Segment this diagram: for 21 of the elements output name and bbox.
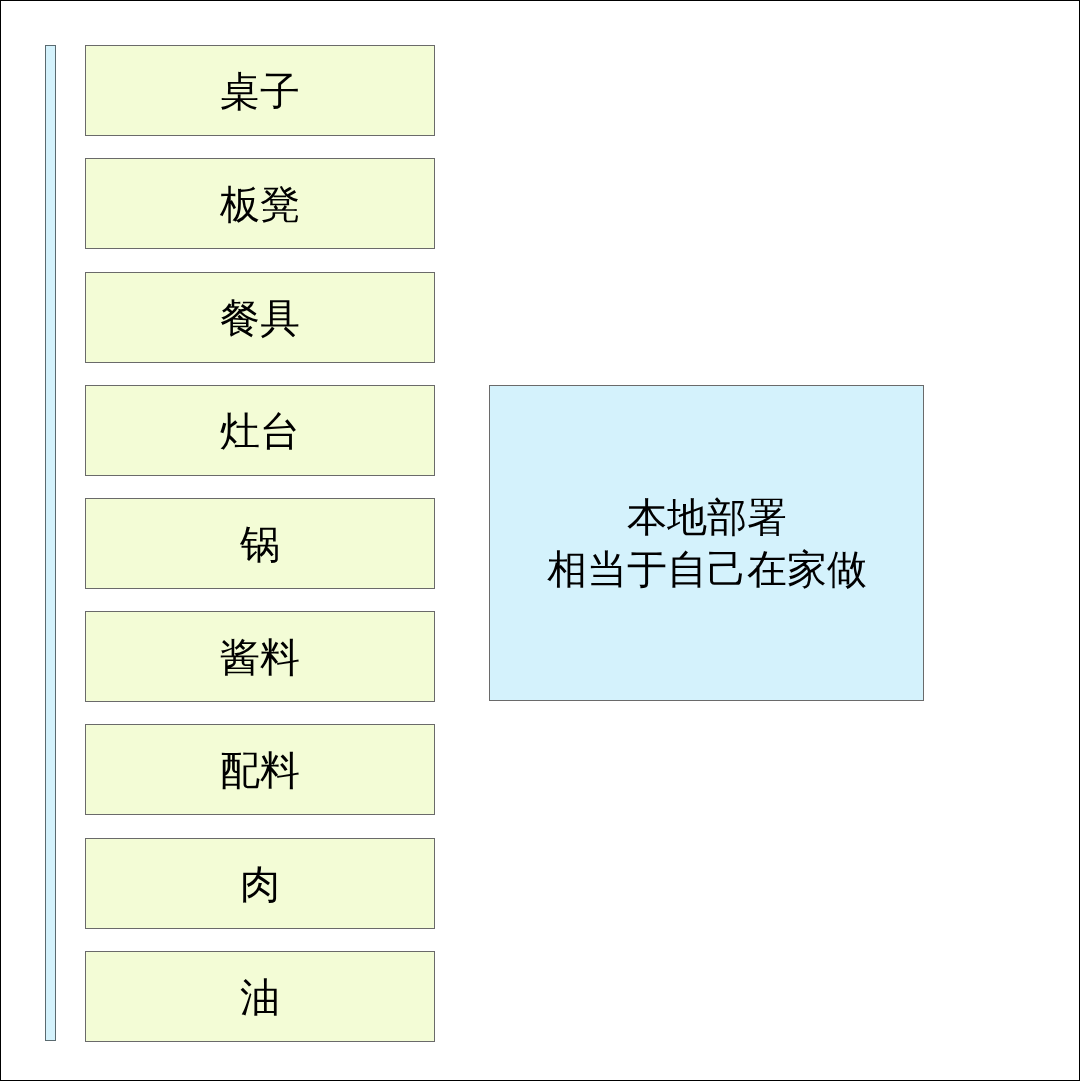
item-label: 肉 <box>240 859 280 909</box>
item-label: 油 <box>240 972 280 1022</box>
item-box <box>85 272 435 363</box>
item-box <box>85 951 435 1042</box>
description-text: 相当于自己在家做 <box>546 545 867 594</box>
item-label: 桌子 <box>220 66 300 116</box>
item-box <box>85 498 435 589</box>
description-box <box>489 385 924 701</box>
item-box <box>85 724 435 815</box>
item-label: 酱料 <box>220 632 300 682</box>
item-box <box>85 158 435 249</box>
item-label: 餐具 <box>220 293 300 343</box>
item-box <box>85 385 435 476</box>
item-box <box>85 45 435 136</box>
item-label: 锅 <box>240 519 280 569</box>
item-label: 板凳 <box>220 179 300 229</box>
item-box <box>85 838 435 929</box>
heading-text: 本地部署 <box>626 493 787 542</box>
item-box <box>85 611 435 702</box>
item-label: 灶台 <box>220 406 300 456</box>
item-label: 配料 <box>220 745 300 795</box>
